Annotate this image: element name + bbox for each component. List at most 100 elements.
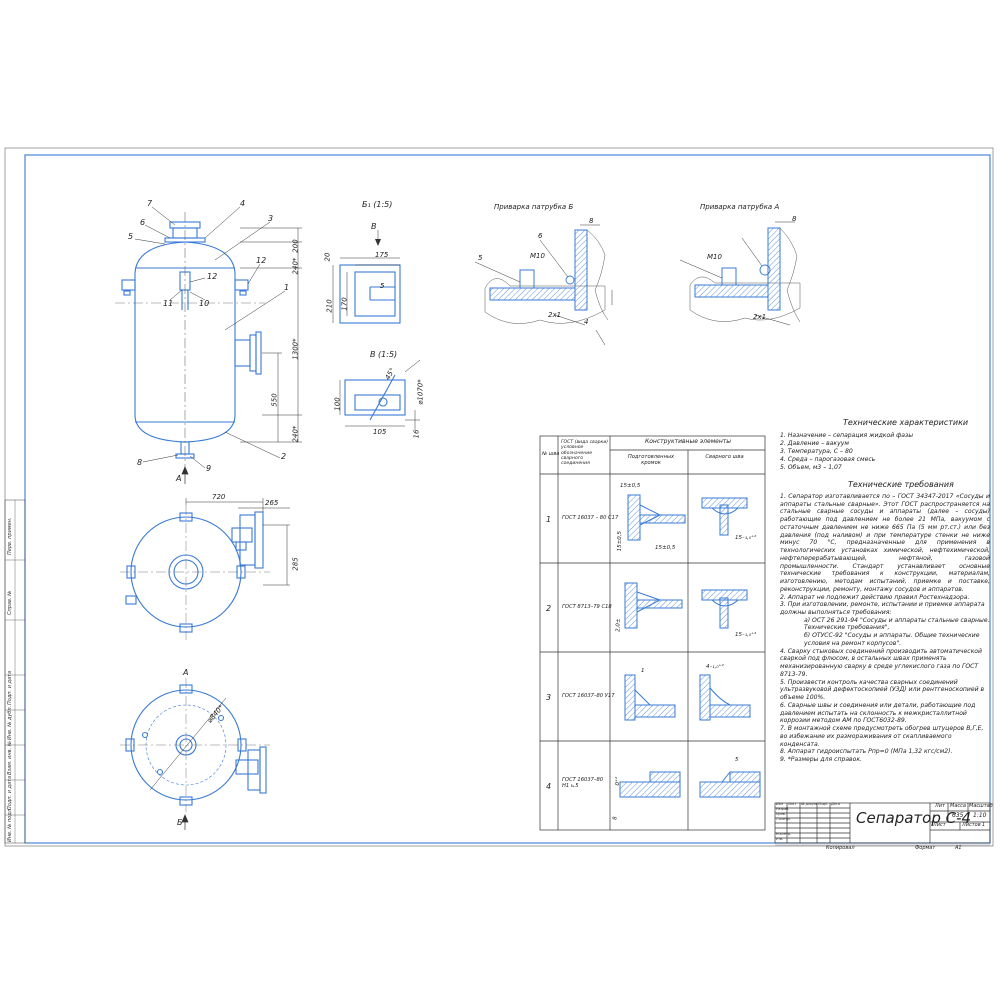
tb-row-prov: Пров. xyxy=(776,812,786,816)
tech-req-line: 2. Аппарат не подлежит действию правил Р… xyxy=(780,593,970,601)
v-dim-100: 100 xyxy=(333,397,342,411)
b1-dim-20: 20 xyxy=(323,252,332,262)
b1-dim-5: 5 xyxy=(380,282,385,290)
leader-3: 3 xyxy=(268,214,274,223)
tech-req-line: 4. Сварку стыковых соединений производит… xyxy=(780,647,982,678)
leader-1: 1 xyxy=(284,283,290,292)
tb-row-razrab: Разраб. xyxy=(776,807,790,811)
tech-chars-title: Технические характеристики xyxy=(843,418,969,427)
tech-req-line: 1. Сепаратор изготавливается по – ГОСТ 3… xyxy=(780,493,990,593)
side-label-podl: Инв. № подл. xyxy=(7,807,13,843)
dim-200: 200 xyxy=(291,239,300,253)
tb-row-doc: № докум. xyxy=(801,802,818,806)
v-dim-105: 105 xyxy=(373,428,387,436)
weld-sketches xyxy=(619,494,761,798)
side-label-podp2: Подп. и дата xyxy=(7,775,13,810)
dim-720: 720 xyxy=(212,493,226,501)
wt-col3b: Сварного шва xyxy=(705,454,744,460)
leader-lines xyxy=(134,206,286,469)
wa-2x1: 2х1 xyxy=(753,313,767,321)
pipe-b-title: Приварка патрубка Б xyxy=(494,203,574,211)
side-label-perv: Перв. примен. xyxy=(7,517,13,555)
wt-r4c: 5 xyxy=(735,757,739,763)
tech-char-line: 4. Среда – парогазовая смесь xyxy=(780,455,876,463)
tech-req-line: б) ОТУСС-92 "Сосуды и аппараты. Общие те… xyxy=(804,632,980,647)
leader-5: 5 xyxy=(128,232,134,241)
detail-b1 xyxy=(339,264,401,324)
dim-240a: 240* xyxy=(291,257,300,275)
tb-lit-label: Лит xyxy=(935,803,945,809)
tech-char-line: 1. Назначение – сепарация жидкой фазы xyxy=(780,432,914,439)
tb-format-label: Формат xyxy=(915,845,936,851)
side-label-podp1: Подп. и дата xyxy=(7,670,13,705)
leader-12b: 12 xyxy=(256,256,267,265)
wt-r4a: 0⁺² xyxy=(615,776,622,786)
tb-copied: Копировал xyxy=(826,845,855,851)
wt-col3a: Подготовленных кромок xyxy=(627,454,675,466)
wt-r1b: 15±0,5 xyxy=(617,530,624,552)
vessel-dimensions xyxy=(240,227,302,443)
wt-r3b: 4₋₁,₀⁺² xyxy=(706,664,724,670)
tb-row-izm: Изм xyxy=(776,802,783,806)
leader-12a: 12 xyxy=(207,272,218,281)
dim-550: 550 xyxy=(270,393,279,407)
tb-row-date: Дата xyxy=(831,802,840,806)
detail-v xyxy=(344,374,406,421)
tb-row-tkontr: Т.контр. xyxy=(776,817,791,821)
tb-scale: 1:10 xyxy=(973,812,987,819)
leader-8: 8 xyxy=(137,458,143,467)
tech-char-line: 5. Объем, м3 – 1,07 xyxy=(780,463,842,471)
dim-240b: 240* xyxy=(291,425,300,443)
wt-row1-no: 1 xyxy=(546,515,552,524)
tech-req-line: а) ОСТ 26 291-94 "Сосуды и аппараты стал… xyxy=(804,616,990,632)
wt-r1c: 15±0,5 xyxy=(655,545,676,551)
wb-4: 4 xyxy=(584,318,589,326)
wt-r2b: 15₋₁,₀⁺² xyxy=(735,632,757,638)
tb-sheets-count: 1 xyxy=(982,822,986,828)
wt-row2-gost: ГОСТ 8713–79 С18 xyxy=(562,604,612,610)
wt-r1a: 15±0,5 xyxy=(620,483,641,489)
tech-req-line: 3. При изготовлении, ремонте, испытании … xyxy=(780,601,985,617)
title-block-grid xyxy=(774,802,991,844)
wt-row3-no: 3 xyxy=(546,693,552,702)
tech-req-line: 9. *Размеры для справок. xyxy=(780,755,862,763)
leader-4: 4 xyxy=(240,199,246,208)
side-label-dubl: Инв. № дубл. xyxy=(7,705,13,740)
wt-row4-gost: ГОСТ 16037–80 Н1 ⊾5 xyxy=(562,777,604,789)
v-dim-phi: ⌀1070* xyxy=(416,379,425,405)
view-a-arrow-label: А xyxy=(176,474,182,483)
b1-dim-170: 170 xyxy=(340,297,349,311)
vessel-plan-view-1 xyxy=(120,505,270,640)
view-v-arrow-label: В xyxy=(371,222,377,231)
weld-detail-a xyxy=(679,221,801,326)
tech-chars-list: 1. Назначение – сепарация жидкой фазы 2.… xyxy=(780,432,990,472)
v-dim-16: 16 xyxy=(412,429,421,439)
wt-col3: Конструктивные элементы xyxy=(645,438,732,445)
tb-row-list: Лист xyxy=(788,802,797,806)
b1-dim-175: 175 xyxy=(375,251,389,259)
wb-5: 5 xyxy=(478,254,483,262)
vessel-front-view xyxy=(115,212,265,470)
leader-7: 7 xyxy=(147,199,153,208)
tech-req-line: 7. В монтажной схеме предусмотреть обогр… xyxy=(780,725,984,748)
view-b1-label: Б₁ (1:5) xyxy=(362,200,393,209)
tb-format-value: А1 xyxy=(955,845,962,851)
wt-row4-no: 4 xyxy=(546,782,552,791)
plan1-dimensions xyxy=(185,498,290,586)
tech-req-line: 5. Произвести контроль качества сварных … xyxy=(780,678,985,702)
weld-detail-b xyxy=(474,224,613,346)
wb-8: 8 xyxy=(589,217,594,225)
dim-265: 265 xyxy=(265,499,279,507)
wt-col2: ГОСТ (вида сварки) условное обозначение … xyxy=(561,440,609,467)
tb-sheet-label: Лист xyxy=(933,822,946,828)
wb-2x1: 2х1 xyxy=(548,311,562,319)
tb-row-nkontr: Н.контр. xyxy=(776,832,792,836)
tb-mass-label: Масса xyxy=(950,803,966,809)
leader-10: 10 xyxy=(199,299,210,308)
dim-285: 285 xyxy=(291,557,300,571)
view-a-label: А xyxy=(183,668,189,677)
view-v-label: В (1:5) xyxy=(370,350,398,359)
weld-table-grid xyxy=(539,435,766,831)
tb-row-sign: Подп. xyxy=(818,802,829,806)
